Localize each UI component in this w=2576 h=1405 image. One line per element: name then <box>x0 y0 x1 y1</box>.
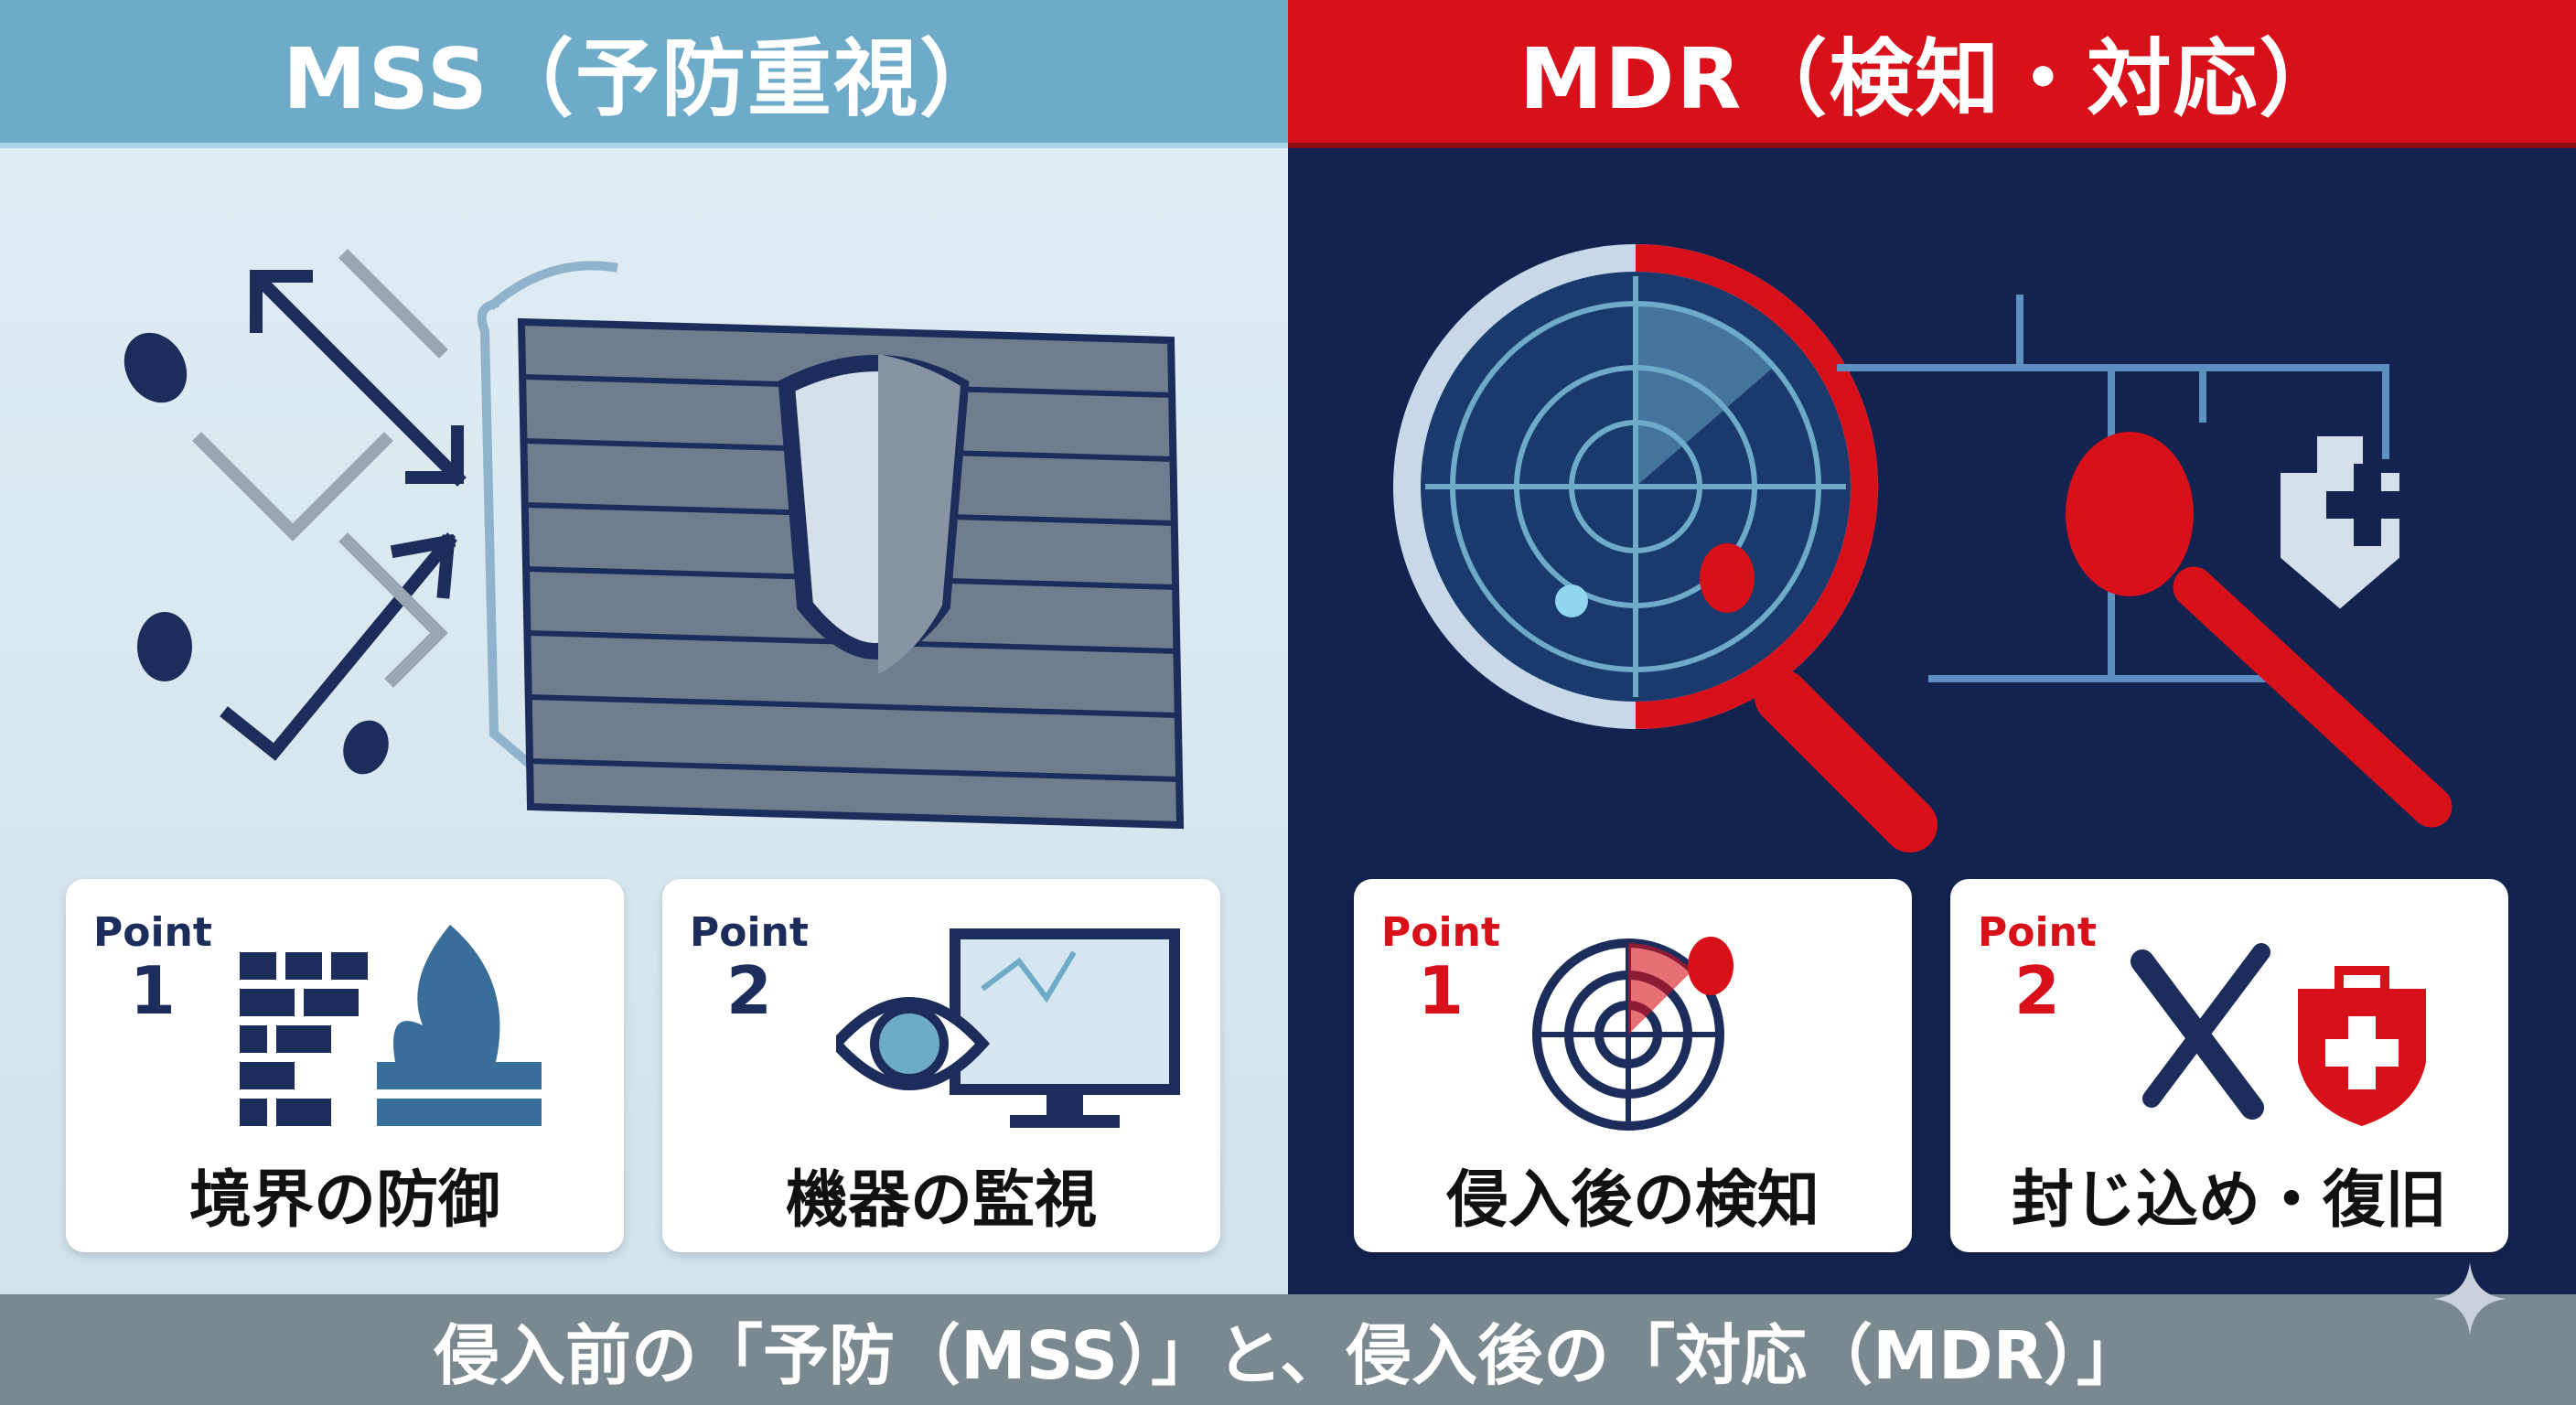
point-number: 1 <box>129 952 177 1029</box>
tools-medkit-icon <box>2131 943 2426 1126</box>
card-label: 境界の防御 <box>188 1164 500 1237</box>
card-label: 封じ込め・復旧 <box>2011 1164 2447 1237</box>
bug-icons <box>123 332 389 775</box>
point-number: 2 <box>2013 952 2061 1029</box>
radar-illustration <box>1393 244 2453 853</box>
radar-bug-icon <box>1532 937 1733 1131</box>
card-label: 機器の監視 <box>785 1164 1097 1237</box>
firewall-illustration <box>123 249 1185 830</box>
bug-icon <box>2066 432 2194 596</box>
attack-arrows-icon <box>192 249 618 796</box>
point-label: Point <box>1978 909 2097 956</box>
firewall-fire-icon <box>240 925 542 1126</box>
eye-monitor-icon <box>836 928 1180 1128</box>
point-number: 2 <box>725 952 773 1029</box>
brick-wall-icon <box>517 317 1185 830</box>
point-number: 1 <box>1417 952 1465 1029</box>
sparkle-icon <box>2433 1262 2506 1335</box>
point-label: Point <box>690 909 809 956</box>
wrench-icon <box>2173 566 2453 828</box>
card-label: 侵入後の検知 <box>1445 1164 1819 1237</box>
mss-header: MSS（予防重視） <box>0 0 1288 148</box>
point-label: Point <box>93 909 212 956</box>
footer-summary: 侵入前の「予防（MSS）」と、侵入後の「対応（MDR）」 <box>0 1294 2576 1405</box>
bug-icon <box>1700 543 1755 613</box>
point-label: Point <box>1381 909 1500 956</box>
mdr-header: MDR（検知・対応） <box>1288 0 2576 148</box>
magnifier-handle <box>1755 670 1937 853</box>
